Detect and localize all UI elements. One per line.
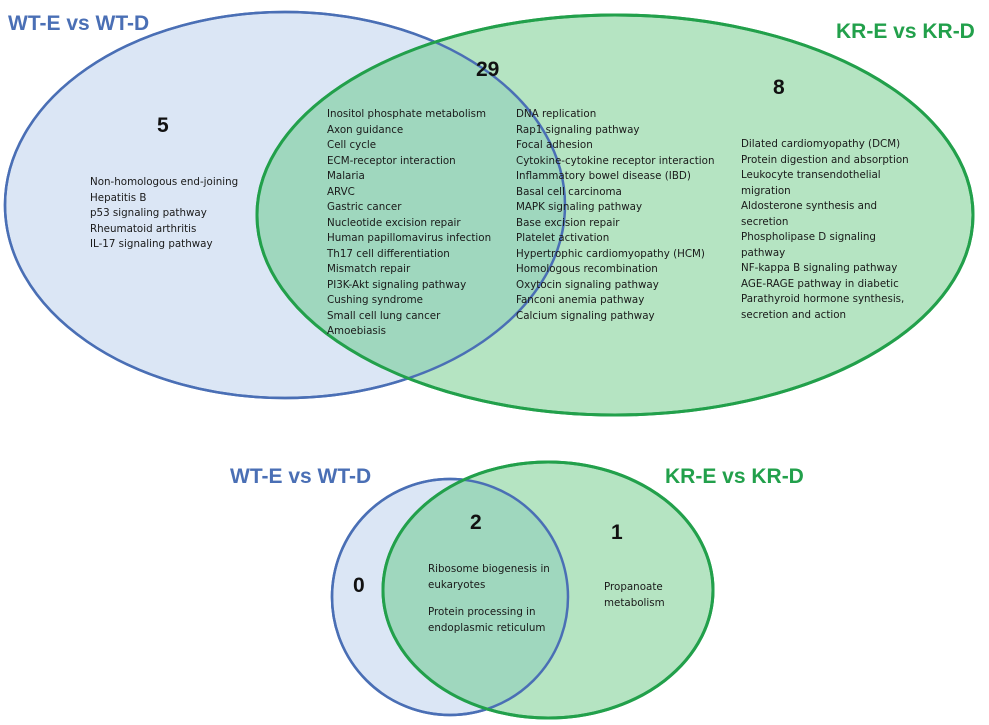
list-item: Malaria: [327, 170, 365, 182]
bottom-overlap-region: [383, 479, 568, 715]
list-item: Rap1 signaling pathway: [516, 123, 640, 136]
bottom-both-count: 2: [470, 511, 482, 534]
top-both-list-left: Inositol phosphate metabolism Axon guida…: [327, 107, 491, 340]
bottom-set-a-outline: [330, 477, 570, 717]
list-item: PI3K-Akt signaling pathway: [327, 278, 467, 291]
list-item: Cushing syndrome: [327, 294, 423, 306]
list-item: AGE-RAGE pathway in diabetic: [741, 277, 899, 290]
bottom-only-a-count: 0: [353, 574, 365, 597]
list-item: MAPK signaling pathway: [516, 201, 643, 213]
list-item: Inflammatory bowel disease (IBD): [516, 170, 691, 182]
list-item: Parathyroid hormone synthesis, secretion…: [741, 293, 905, 321]
list-item: Aldosterone synthesis and secretion: [741, 200, 878, 228]
bottom-only-b-list: Propanoate metabolism: [604, 580, 684, 611]
list-item: Basal cell carcinoma: [516, 185, 622, 198]
list-item: Leukocyte transendothelial migration: [741, 169, 881, 197]
list-item: Axon guidance: [327, 123, 404, 136]
list-item: ARVC: [327, 185, 355, 198]
top-both-list-right: DNA replication Rap1 signaling pathway F…: [516, 107, 714, 324]
list-item: Calcium signaling pathway: [516, 309, 655, 322]
list-item: Mismatch repair: [327, 263, 411, 275]
list-item: p53 signaling pathway: [90, 207, 207, 219]
list-item: Nucleotide excision repair: [327, 216, 461, 229]
list-item: Amoebiasis: [327, 325, 387, 337]
list-item: Base excision repair: [516, 216, 620, 229]
list-item: Inositol phosphate metabolism: [327, 108, 486, 120]
list-item: Focal adhesion: [516, 139, 593, 151]
bottom-set-b-title: KR-E vs KR-D: [665, 465, 804, 488]
list-item: Ribosome biogenesis in eukaryotes: [428, 563, 550, 591]
list-item: Human papillomavirus infection: [327, 232, 492, 244]
bottom-only-b-count: 1: [611, 521, 623, 544]
list-item: Th17 cell differentiation: [327, 247, 450, 260]
list-item: Non-homologous end-joining: [90, 176, 239, 188]
list-item: ECM-receptor interaction: [327, 154, 456, 167]
list-item: Propanoate metabolism: [604, 581, 665, 609]
bottom-set-a-title: WT-E vs WT-D: [230, 465, 372, 488]
list-item: Protein processing in endoplasmic reticu…: [428, 606, 546, 634]
list-item: Homologous recombination: [516, 263, 658, 275]
top-only-b-count: 8: [773, 76, 785, 99]
list-item: Phospholipase D signaling pathway: [741, 231, 876, 259]
top-set-b-outline: [255, 13, 975, 417]
list-item: Cell cycle: [327, 139, 377, 151]
top-overlap-region: [257, 15, 565, 398]
list-item: DNA replication: [516, 108, 597, 120]
top-both-count: 29: [476, 58, 500, 81]
list-item: Gastric cancer: [327, 201, 402, 213]
list-item: IL-17 signaling pathway: [90, 238, 213, 250]
bottom-both-list: Ribosome biogenesis in eukaryotes Protei…: [428, 562, 568, 636]
list-item: Cytokine-cytokine receptor interaction: [516, 154, 715, 167]
top-set-b-title: KR-E vs KR-D: [836, 20, 975, 43]
list-item: Fanconi anemia pathway: [516, 294, 645, 306]
list-item: Hypertrophic cardiomyopathy (HCM): [516, 247, 705, 260]
list-item: NF-kappa B signaling pathway: [741, 262, 898, 274]
list-item: Protein digestion and absorption: [741, 153, 909, 166]
bottom-set-b-outline: [381, 460, 715, 720]
list-item: Hepatitis B: [90, 191, 147, 204]
list-item: Platelet activation: [516, 232, 610, 244]
list-item: Small cell lung cancer: [327, 309, 441, 322]
top-only-b-list: Dilated cardiomyopathy (DCM) Protein dig…: [741, 137, 913, 323]
top-set-a-title: WT-E vs WT-D: [8, 12, 150, 35]
list-item: Rheumatoid arthritis: [90, 222, 197, 235]
list-item: Dilated cardiomyopathy (DCM): [741, 138, 901, 150]
top-only-a-count: 5: [157, 114, 169, 137]
top-set-a-outline: [3, 10, 567, 400]
list-item: Oxytocin signaling pathway: [516, 278, 659, 291]
top-only-a-list: Non-homologous end-joining Hepatitis B p…: [90, 175, 238, 253]
